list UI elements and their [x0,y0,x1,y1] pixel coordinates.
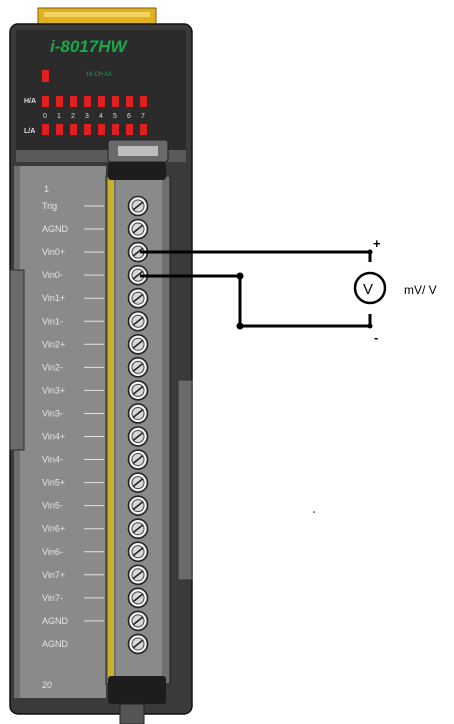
pin-label: Vin4+ [42,432,65,442]
pin-number-bottom: 20 [42,680,52,690]
terminal-screw[interactable] [127,357,149,378]
junction-dot [236,272,244,280]
terminal-screw[interactable] [127,633,149,655]
channel-led [140,124,147,135]
led-channel-number: 1 [57,113,61,120]
terminal-screw[interactable] [127,195,149,217]
led-channel-number: 0 [43,113,47,120]
led-row-label-high: H/A [24,98,36,105]
terminal-screw[interactable] [127,218,149,240]
pin-label: Vin5- [42,501,63,511]
module-subtitle: 16 CH A/I [86,72,112,78]
terminal-screw[interactable] [127,541,149,563]
terminal-screw[interactable] [127,610,149,632]
pin-label: AGND [42,639,69,649]
pin-label: Vin1+ [42,293,65,303]
terminal-screw[interactable] [127,403,149,424]
pin-label: Vin6+ [42,524,65,534]
pin-label: Vin2- [42,362,63,372]
terminal-screw[interactable] [127,287,149,309]
junction-dot [236,322,244,330]
channel-led [70,96,77,107]
led-channel-number: 7 [141,113,145,120]
channel-led [56,96,63,107]
terminal-screw[interactable] [127,241,149,263]
pin-label: Vin7- [42,593,63,603]
pin-label: Vin2+ [42,339,65,349]
pin-label: Vin0+ [42,247,65,257]
led-grid: 0 1 2 3 4 5 6 7 [42,96,147,135]
channel-led [56,124,63,135]
led-channel-number: 3 [85,113,89,120]
junction-dot [367,249,373,255]
terminal-screw[interactable] [127,380,149,401]
pin-label: Vin5+ [42,478,65,488]
led-channel-number: 4 [99,113,103,120]
junction-dot [367,323,373,329]
channel-led [126,96,133,107]
meter-label: mV/ V [404,283,437,297]
led-row-label-low: L/A [24,128,35,135]
terminal-screw[interactable] [127,426,149,447]
channel-led [112,124,119,135]
channel-led [84,96,91,107]
voltmeter-icon [353,271,387,305]
channel-led [70,124,77,135]
channel-led [126,124,133,135]
pin-label: Trig [42,201,57,211]
power-led [42,70,49,82]
pin-label: AGND [42,616,69,626]
terminal-screws [127,195,149,655]
terminal-screw[interactable] [127,587,149,609]
channel-led [140,96,147,107]
terminal-screw[interactable] [127,449,149,470]
terminal-screw[interactable] [127,564,149,586]
terminal-screw[interactable] [127,333,149,355]
pin-label: Vin3- [42,408,63,418]
label-panel [14,166,106,698]
channel-led [98,96,105,107]
pin-label: Vin3+ [42,385,65,395]
pin-number-top: 1 [44,184,49,194]
channel-led [42,124,49,135]
module-model: i-8017HW [50,37,128,56]
voltmeter-plus: + [373,236,381,251]
voltmeter-minus: - [374,330,378,345]
led-channel-number: 5 [113,113,117,120]
channel-led [98,124,105,135]
terminal-screw[interactable] [127,310,149,332]
pin-label: Vin4- [42,455,63,465]
channel-led [112,96,119,107]
voltmeter-symbol: V [363,281,373,298]
pin-label: Vin0- [42,270,63,280]
led-channel-number: 6 [127,113,131,120]
terminal-screw[interactable] [127,495,149,516]
pin-label: AGND [42,224,69,234]
led-channel-number: 2 [71,113,75,120]
terminal-screw[interactable] [127,472,149,493]
channel-led [42,96,49,107]
pin-label: Vin1- [42,316,63,326]
channel-led [84,124,91,135]
pin-label: Vin6- [42,547,63,557]
terminal-screw[interactable] [127,518,149,540]
pin-label: Vin7+ [42,570,65,580]
